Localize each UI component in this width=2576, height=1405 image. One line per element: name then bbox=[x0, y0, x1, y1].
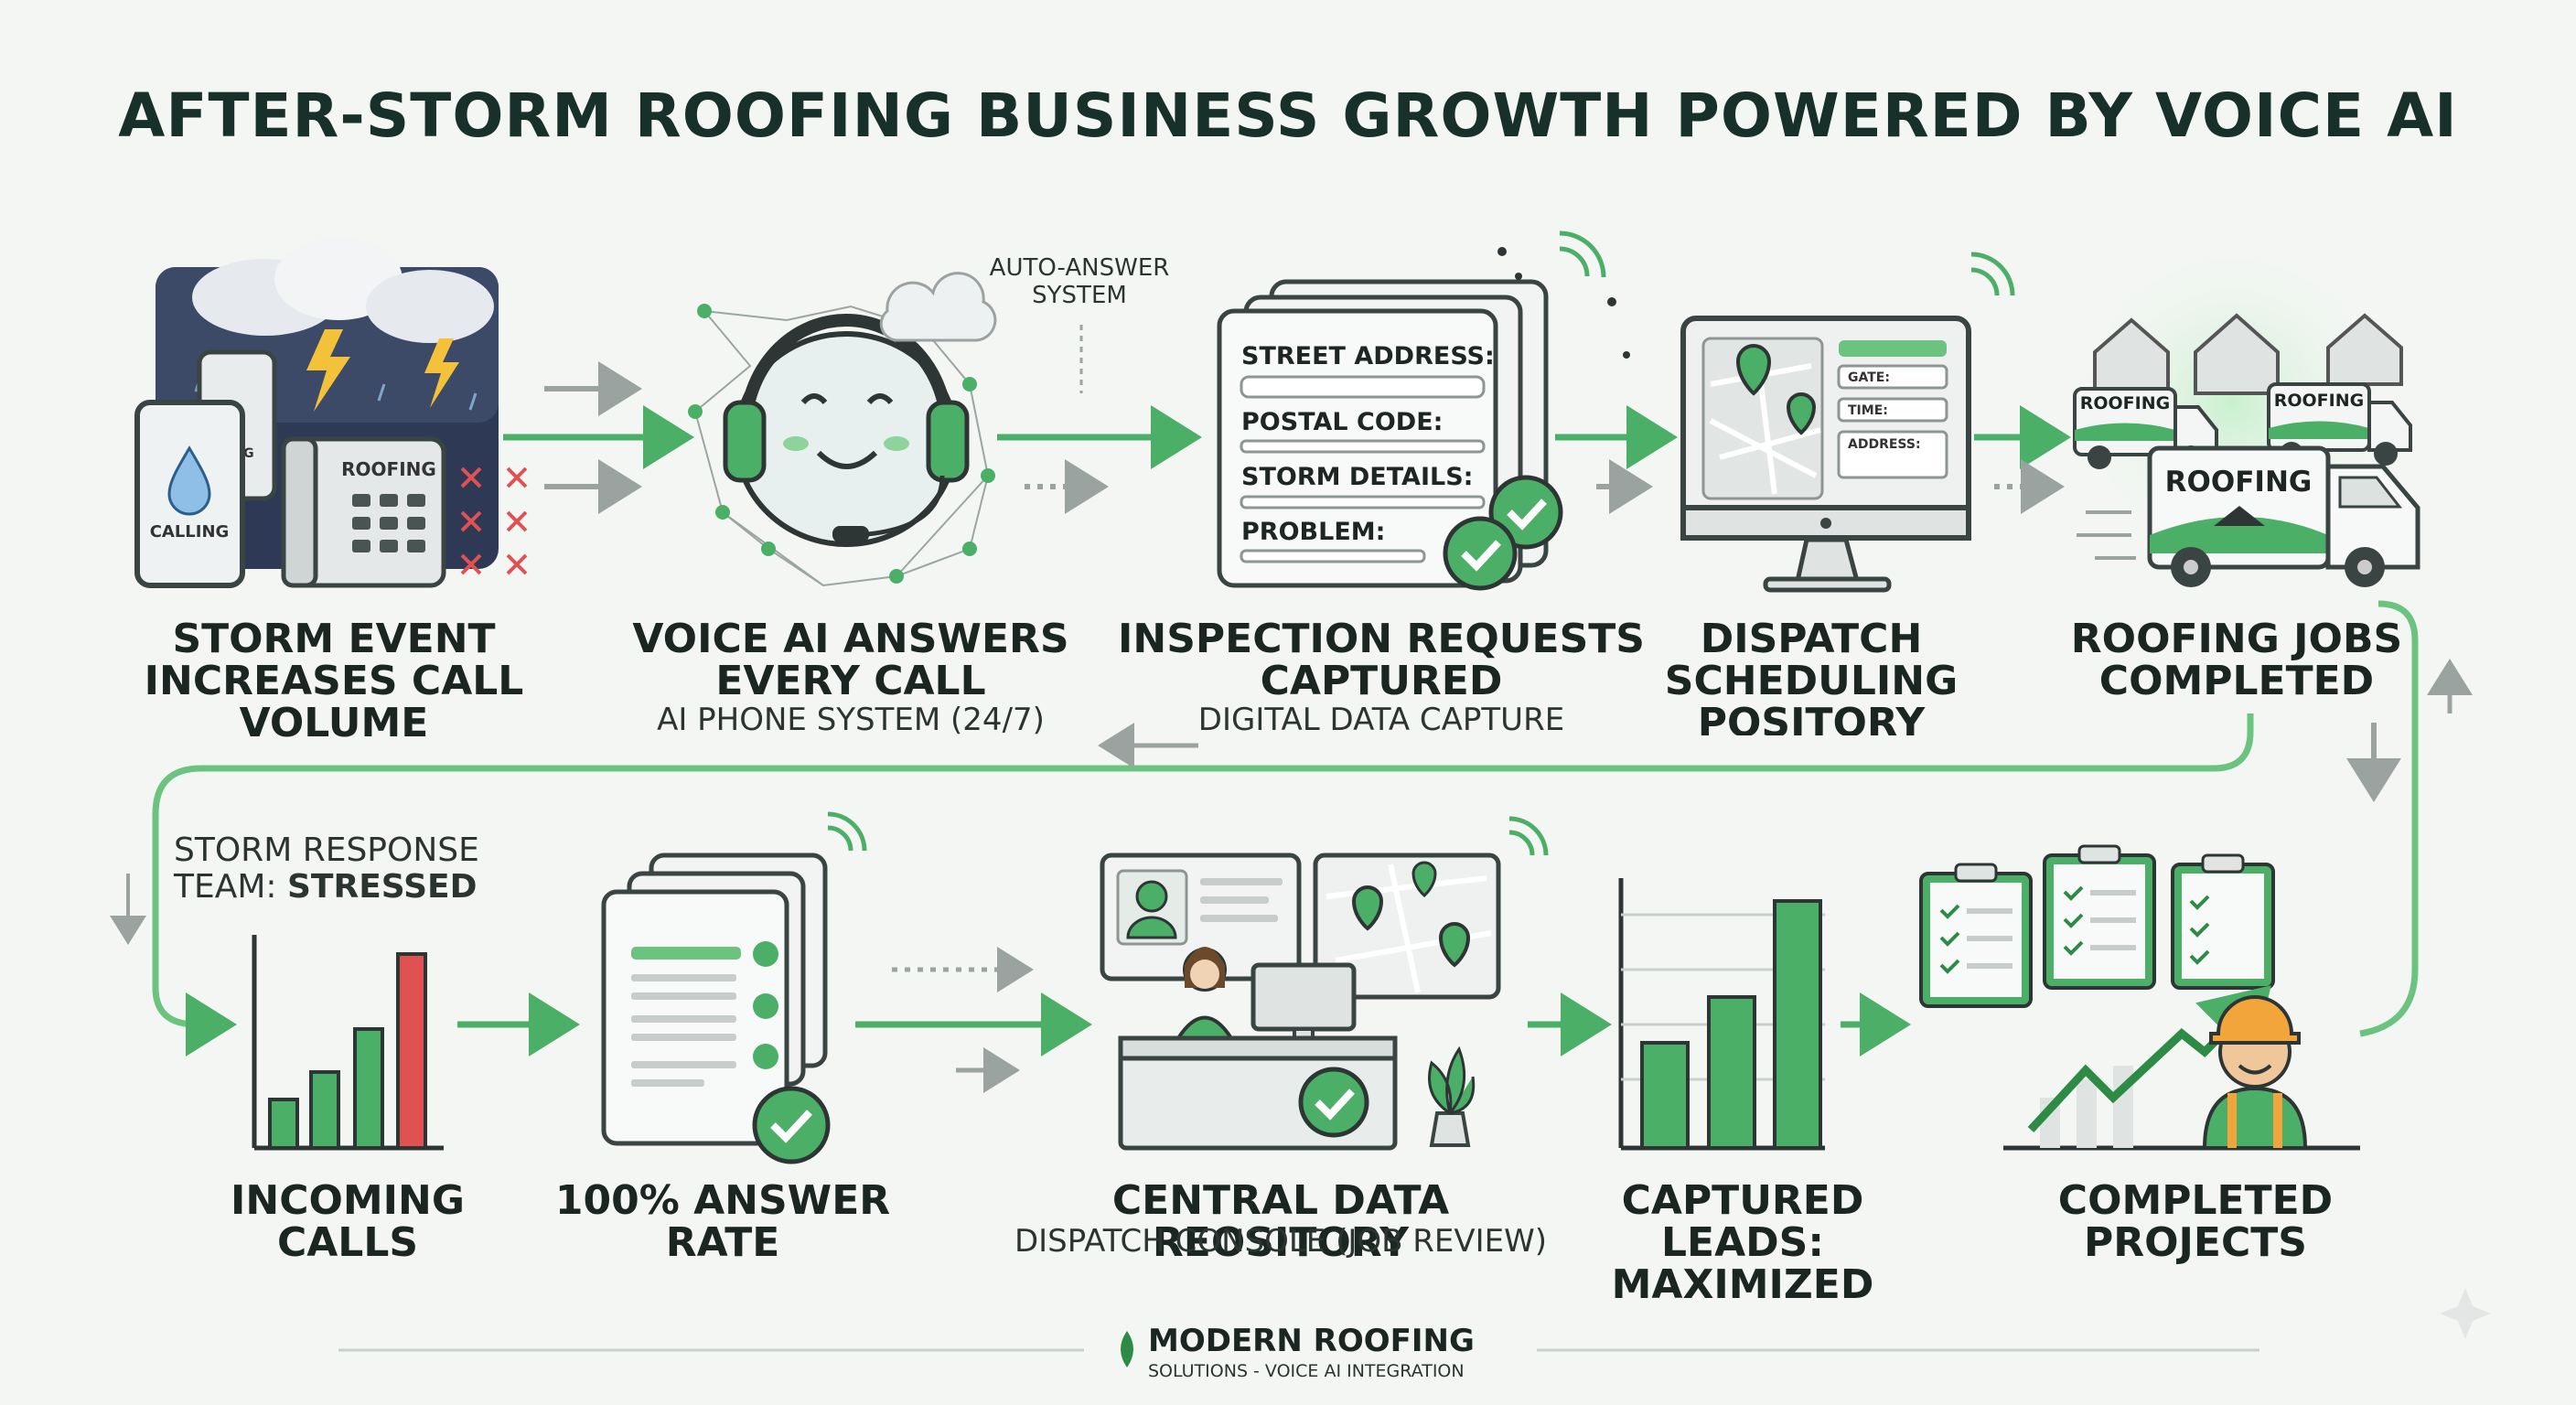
step-sub-dispatch-console: DISPATCH CONSOLE (JOB REVIEW) bbox=[1014, 1223, 1548, 1260]
dispatch-console-illustration bbox=[1100, 816, 1549, 1151]
step-label-incoming-calls: INCOMING CALLS bbox=[231, 1177, 465, 1266]
sparkle-icon bbox=[2440, 1288, 2491, 1339]
dispatch-monitor-illustration: GATE: TIME: ADDRESS: bbox=[1680, 252, 2015, 593]
storm-team-prefix: STORM RESPONSE TEAM: bbox=[174, 831, 479, 906]
incoming-calls-chart bbox=[252, 935, 444, 1151]
step-sub-inspection: DIGITAL DATA CAPTURE bbox=[1197, 702, 1565, 738]
step-label-inspection: INSPECTION REQUESTS CAPTURED bbox=[1118, 616, 1645, 704]
storm-team-status: STORM RESPONSE TEAM: STRESSED bbox=[174, 832, 540, 906]
inspection-form-illustration: STREET ADDRESS: POSTAL CODE: STORM DETAI… bbox=[1217, 231, 1630, 591]
water-drop-icon bbox=[167, 445, 211, 516]
storm-illustration: LING CALLING ROOFING bbox=[134, 238, 528, 588]
voice-ai-headset-icon bbox=[688, 304, 995, 587]
dispatch-field-gate: GATE: bbox=[1848, 370, 1890, 385]
storm-team-stressed: STRESSED bbox=[287, 868, 478, 906]
captured-leads-chart bbox=[1618, 878, 1825, 1151]
hard-hat-icon bbox=[2209, 995, 2301, 1045]
check-icon bbox=[752, 1086, 831, 1164]
missed-call-icons bbox=[460, 467, 528, 575]
flow-connector bbox=[152, 713, 2254, 1056]
step-label-answer-rate: 100% ANSWER RATE bbox=[554, 1177, 891, 1266]
van-label-main: ROOFING bbox=[2165, 466, 2313, 499]
completed-projects-illustration bbox=[1919, 844, 2360, 1151]
footer-tagline: SOLUTIONS - VOICE AI INTEGRATION bbox=[1148, 1361, 1465, 1381]
dispatch-field-address: ADDRESS: bbox=[1848, 437, 1921, 452]
check-icon bbox=[1298, 1067, 1369, 1138]
step-label-dispatch: DISPATCH SCHEDULING POSITORY bbox=[1664, 618, 1959, 735]
street-input[interactable] bbox=[1240, 375, 1486, 399]
map-pin-icon bbox=[1735, 344, 1772, 396]
step-label-voice-ai: VOICE AI ANSWERS EVERY CALL bbox=[632, 616, 1069, 704]
step-label-jobs-completed: ROOFING JOBS COMPLETED bbox=[2070, 616, 2403, 704]
desk-phone-label: ROOFING bbox=[341, 458, 436, 480]
signal-icon bbox=[1559, 231, 1606, 278]
step-label-storm-event: STORM EVENT INCREASES CALL VOLUME bbox=[144, 616, 524, 746]
phone-calling-text: CALLING bbox=[150, 522, 230, 542]
roofing-trucks-illustration: ROOFING ROOFING ROOFING bbox=[2058, 229, 2420, 587]
van-label-2: ROOFING bbox=[2274, 391, 2364, 411]
answer-rate-docs bbox=[601, 811, 867, 1164]
return-connector bbox=[2359, 600, 2419, 1037]
clipboard-icon bbox=[1919, 863, 2033, 1008]
cloud-icon bbox=[879, 272, 997, 342]
form-field-storm: STORM DETAILS: bbox=[1241, 463, 1473, 491]
form-field-street: STREET ADDRESS: bbox=[1241, 342, 1495, 370]
check-icon bbox=[1443, 516, 1518, 591]
footer-brand: MODERN ROOFING SOLUTIONS - VOICE AI INTE… bbox=[1148, 1323, 1532, 1381]
plant-icon bbox=[1429, 1111, 1471, 1147]
auto-answer-label: AUTO-ANSWER SYSTEM bbox=[989, 254, 1170, 309]
form-field-problem: PROBLEM: bbox=[1241, 518, 1385, 546]
footer-brand-name: MODERN ROOFING bbox=[1148, 1323, 1475, 1359]
dispatch-field-time: TIME: bbox=[1848, 403, 1888, 418]
step-label-captured-leads: CAPTURED LEADS: MAXIMIZED bbox=[1611, 1177, 1874, 1308]
step-sub-voice-ai: AI PHONE SYSTEM (24/7) bbox=[657, 702, 1045, 738]
van-label-1: ROOFING bbox=[2080, 393, 2170, 413]
storm-input[interactable] bbox=[1240, 495, 1486, 509]
avatar-icon bbox=[1135, 880, 1168, 913]
form-field-postal: POSTAL CODE: bbox=[1241, 408, 1443, 436]
step-label-data-repository: CENTRAL DATA REOSITORY bbox=[1111, 1177, 1450, 1266]
problem-input[interactable] bbox=[1240, 549, 1426, 563]
brand-leaf-icon bbox=[1121, 1331, 1133, 1367]
page-title: AFTER-STORM ROOFING BUSINESS GROWTH POWE… bbox=[118, 80, 2458, 151]
step-label-completed-projects: COMPLETED PROJECTS bbox=[2057, 1177, 2334, 1266]
postal-input[interactable] bbox=[1240, 439, 1486, 454]
